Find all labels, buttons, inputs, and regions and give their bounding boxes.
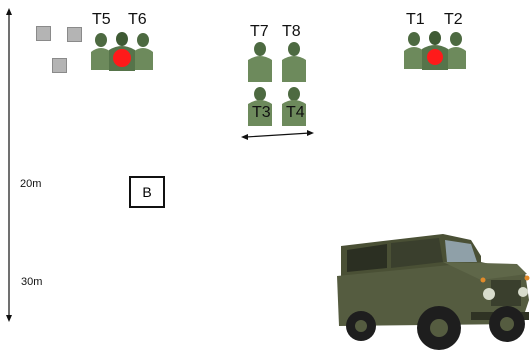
target-label-t1: T1 (406, 12, 425, 28)
target-label-t2: T2 (444, 12, 463, 28)
target-silhouettes-right (402, 29, 468, 71)
position-box-b: B (129, 176, 165, 208)
vehicle-image (331, 228, 531, 353)
